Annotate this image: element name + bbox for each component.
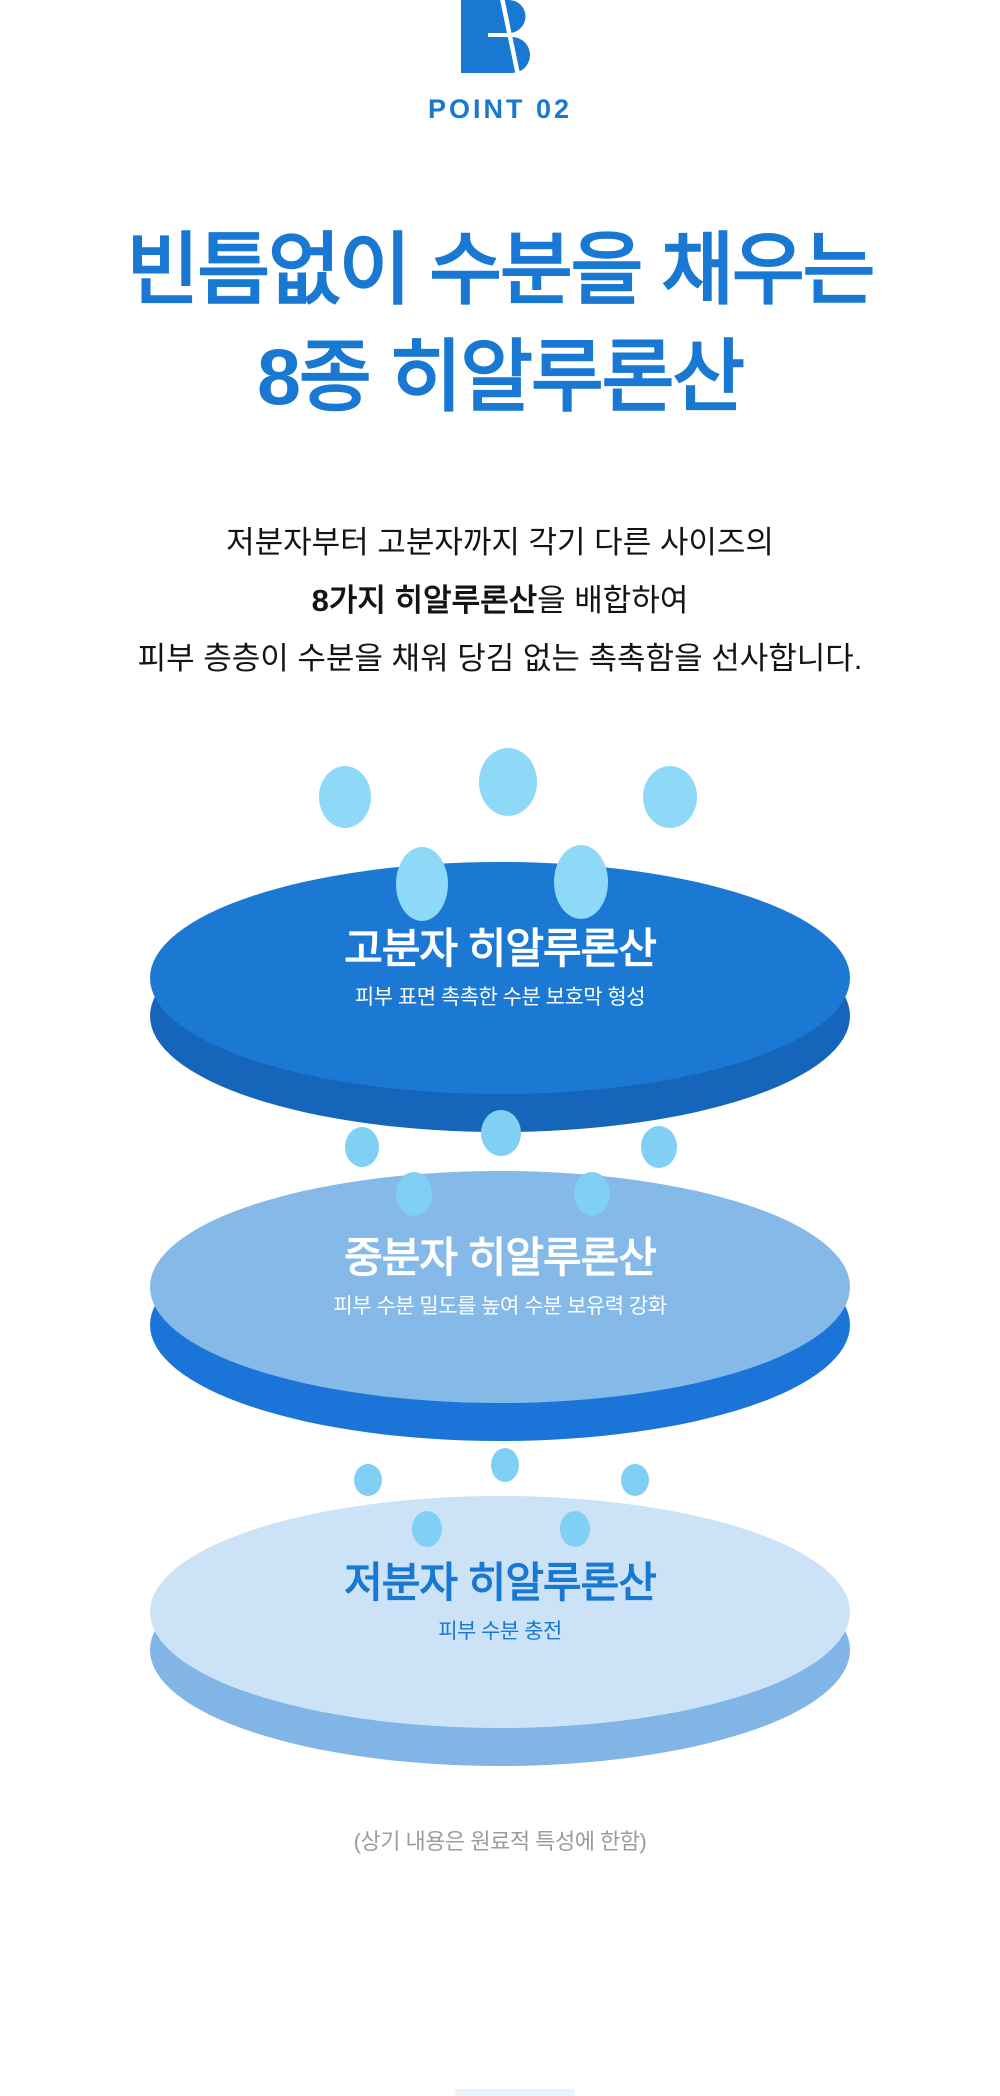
brand-b-logo-icon	[461, 0, 530, 73]
section-title-line2: 8종 히알루론산	[257, 332, 745, 421]
section-description: 저분자부터 고분자까지 각기 다른 사이즈의 8가지 히알루론산을 배합하여 피…	[0, 514, 1000, 688]
disc-top-surface: 중분자 히알루론산 피부 수분 밀도를 높여 수분 보유력 강화	[150, 1171, 850, 1403]
moisture-bubble-icon	[574, 1172, 610, 1216]
description-line2-bold: 8가지 히알루론산	[311, 583, 538, 618]
disc-subtitle: 피부 수분 충전	[438, 1620, 562, 1643]
section-title: 빈틈없이 수분을 채우는 8종 히알루론산	[0, 216, 1000, 430]
disc-top-surface: 저분자 히알루론산 피부 수분 충전	[150, 1496, 850, 1728]
moisture-bubble-icon	[319, 766, 371, 828]
description-line3: 피부 층층이 수분을 채워 당김 없는 촉촉함을 선사합니다.	[137, 641, 863, 676]
moisture-bubble-icon	[345, 1127, 379, 1167]
moisture-bubble-icon	[412, 1511, 442, 1547]
next-section-peek	[455, 2089, 575, 2096]
moisture-bubble-icon	[641, 1126, 677, 1168]
description-line1: 저분자부터 고분자까지 각기 다른 사이즈의	[226, 525, 774, 560]
disc-title: 저분자 히알루론산	[344, 1559, 657, 1606]
footnote-disclaimer: (상기 내용은 원료적 특성에 한함)	[353, 1829, 647, 1854]
description-line2: 8가지 히알루론산을 배합하여	[0, 572, 1000, 630]
section-title-line1: 빈틈없이 수분을 채우는	[126, 225, 876, 314]
disc-medium-molecular: 중분자 히알루론산 피부 수분 밀도를 높여 수분 보유력 강화	[150, 1171, 850, 1443]
description-line2-rest: 을 배합하여	[537, 583, 689, 618]
disc-title: 중분자 히알루론산	[344, 1234, 657, 1281]
disc-title: 고분자 히알루론산	[344, 925, 657, 972]
moisture-bubble-icon	[396, 1172, 432, 1216]
moisture-bubble-icon	[643, 766, 697, 828]
moisture-bubble-icon	[396, 847, 448, 921]
disc-top-surface: 고분자 히알루론산 피부 표면 촉촉한 수분 보호막 형성	[150, 862, 850, 1094]
moisture-bubble-icon	[481, 1110, 521, 1156]
moisture-bubble-icon	[354, 1464, 382, 1496]
disc-low-molecular: 저분자 히알루론산 피부 수분 충전	[150, 1496, 850, 1768]
disc-subtitle: 피부 표면 촉촉한 수분 보호막 형성	[354, 986, 646, 1009]
disc-high-molecular: 고분자 히알루론산 피부 표면 촉촉한 수분 보호막 형성	[150, 862, 850, 1134]
moisture-bubble-icon	[621, 1464, 649, 1496]
moisture-bubble-icon	[560, 1511, 590, 1547]
disc-subtitle: 피부 수분 밀도를 높여 수분 보유력 강화	[333, 1295, 667, 1318]
moisture-bubble-icon	[479, 748, 537, 816]
moisture-bubble-icon	[554, 845, 608, 919]
point-number-label: POINT 02	[427, 94, 573, 124]
moisture-bubble-icon	[491, 1448, 519, 1482]
